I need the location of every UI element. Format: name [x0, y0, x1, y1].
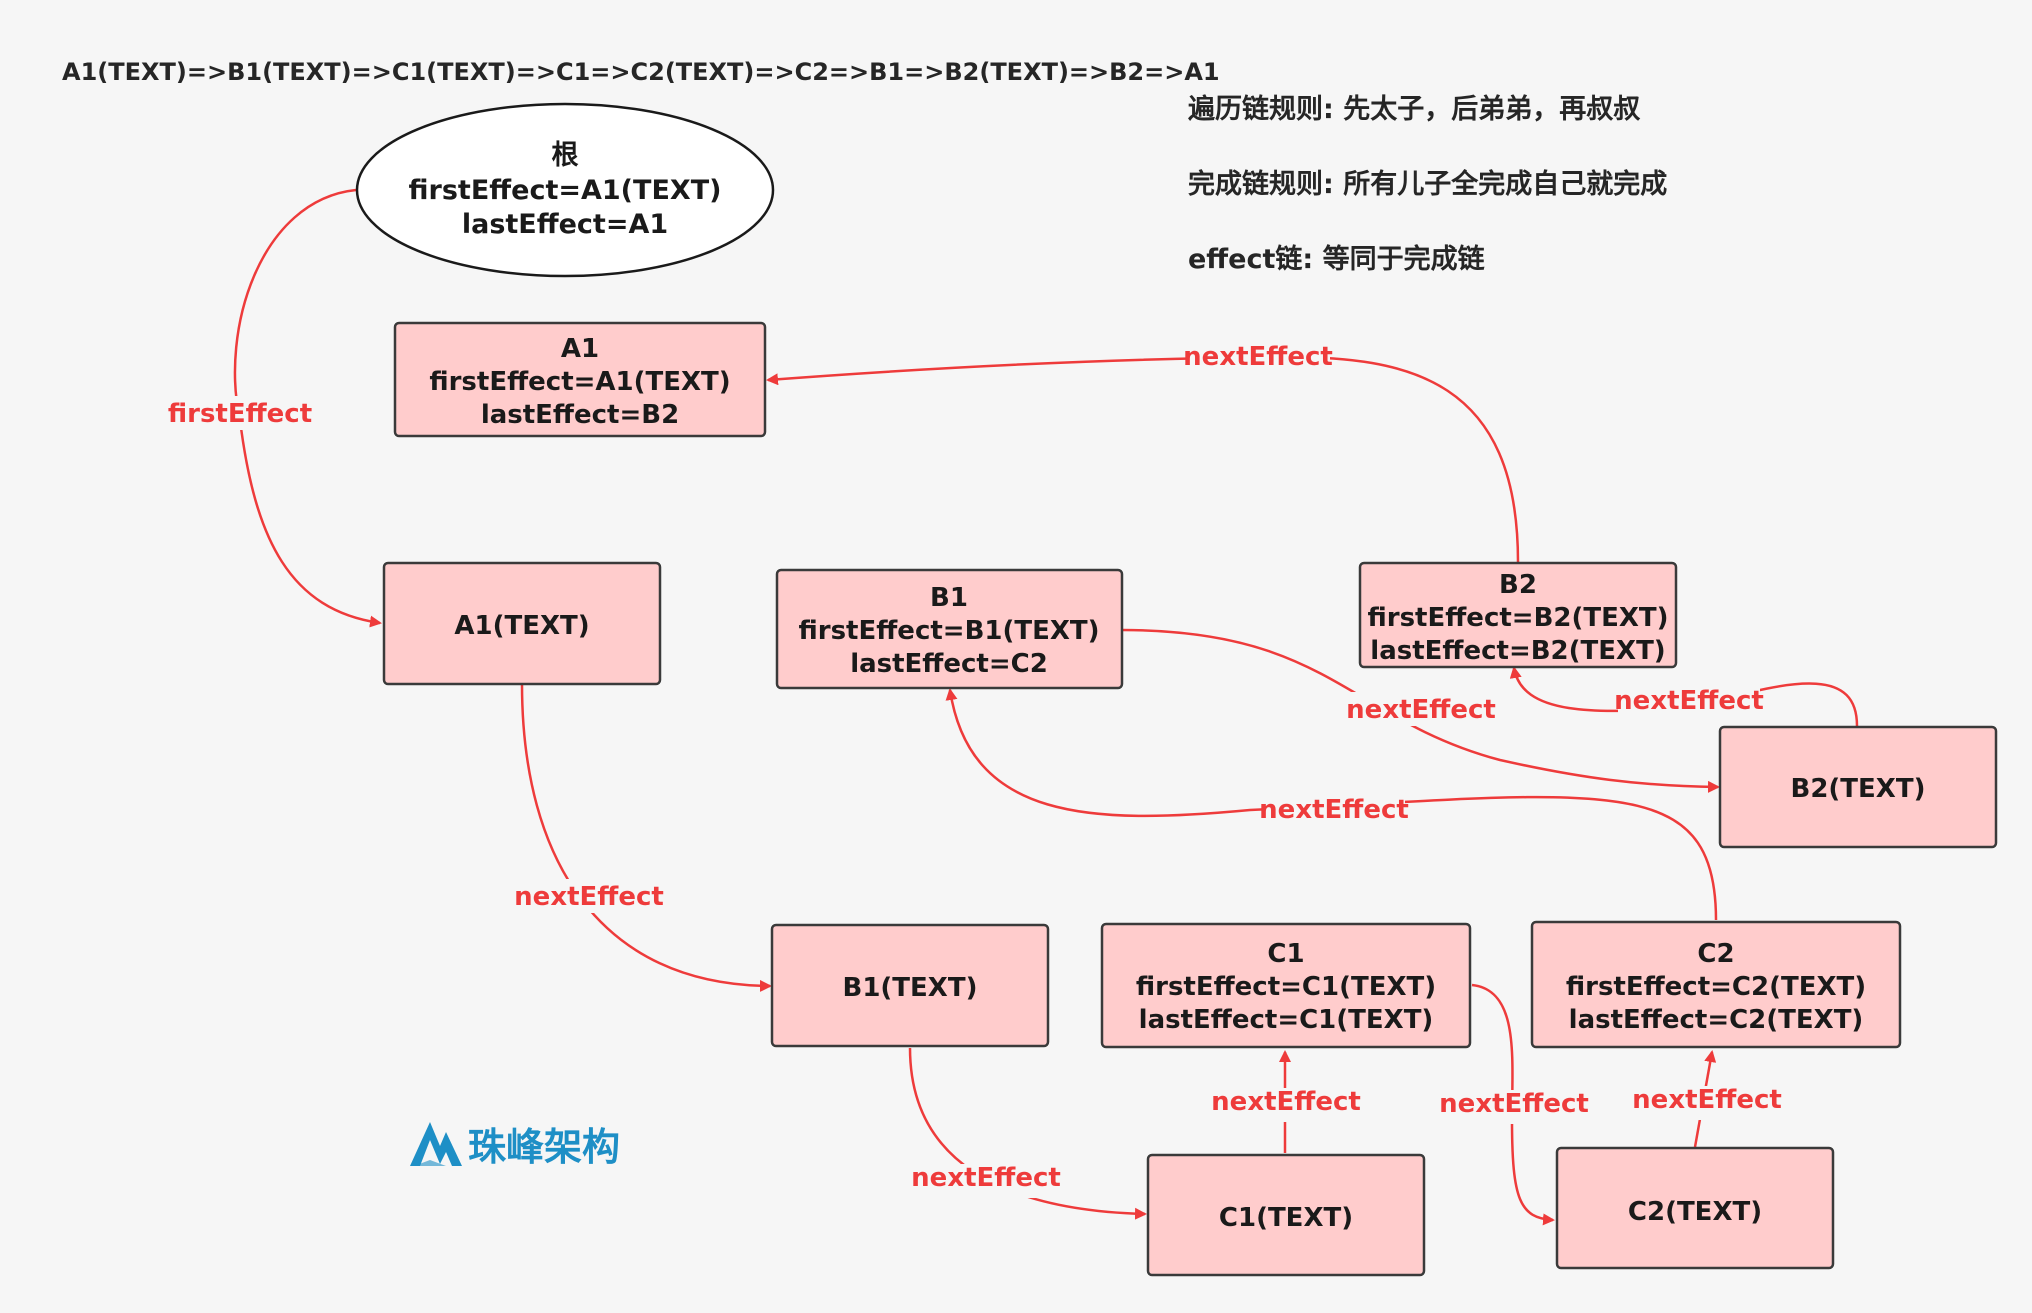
edge-label-b1-b2text: nextEffect [1346, 695, 1496, 725]
nodes: 根 firstEffect=A1(TEXT) lastEffect=A1 A1 … [355, 102, 1998, 1277]
node-c1[interactable]: C1 firstEffect=C1(TEXT) lastEffect=C1(TE… [1100, 922, 1472, 1049]
logo: 珠峰架构 [410, 1122, 620, 1169]
edge-label-b2text-b2: nextEffect [1614, 686, 1764, 716]
edge-label-first-effect: firstEffect [168, 399, 312, 429]
edge-label-c2-b1: nextEffect [1259, 795, 1409, 825]
edge-label-c2text-c2: nextEffect [1632, 1085, 1782, 1115]
c2-first-effect: firstEffect=C2(TEXT) [1566, 972, 1866, 1002]
node-b1[interactable]: B1 firstEffect=B1(TEXT) lastEffect=C2 [775, 568, 1124, 690]
effect-chain-note: effect链: 等同于完成链 [1188, 243, 1485, 275]
edge-label-c1text-c1: nextEffect [1211, 1087, 1361, 1117]
traversal-sequence: A1(TEXT)=>B1(TEXT)=>C1(TEXT)=>C1=>C2(TEX… [62, 58, 1220, 86]
a1-last-effect: lastEffect=B2 [481, 400, 679, 430]
c1-first-effect: firstEffect=C1(TEXT) [1136, 972, 1436, 1002]
root-title: 根 [552, 140, 579, 171]
edge-label-c1-c2text: nextEffect [1439, 1089, 1589, 1119]
edge-labels: firstEffect nextEffect nextEffect nextEf… [168, 340, 1782, 1198]
a1-title: A1 [561, 334, 599, 364]
edge-label-a1text-b1text: nextEffect [514, 882, 664, 912]
a1-first-effect: firstEffect=A1(TEXT) [429, 367, 730, 397]
node-c2-text[interactable]: C2(TEXT) [1555, 1146, 1835, 1270]
b1-last-effect: lastEffect=C2 [850, 649, 1048, 679]
node-b1-text[interactable]: B1(TEXT) [770, 923, 1050, 1048]
edge-label-b2-a1: nextEffect [1183, 342, 1333, 372]
root-node[interactable]: 根 firstEffect=A1(TEXT) lastEffect=A1 [355, 102, 775, 278]
b2-first-effect: firstEffect=B2(TEXT) [1367, 603, 1668, 633]
c2-text-label: C2(TEXT) [1628, 1197, 1762, 1227]
completion-rule-note: 完成链规则: 所有儿子全完成自己就完成 [1188, 168, 1667, 200]
node-c2[interactable]: C2 firstEffect=C2(TEXT) lastEffect=C2(TE… [1530, 920, 1902, 1049]
edge-b2-to-a1 [766, 355, 1520, 563]
logo-text: 珠峰架构 [468, 1125, 620, 1169]
node-c1-text[interactable]: C1(TEXT) [1146, 1153, 1426, 1277]
b1-text-label: B1(TEXT) [843, 973, 978, 1003]
root-last-effect: lastEffect=A1 [462, 209, 668, 240]
edge-a1text-to-b1text [520, 683, 772, 992]
edge-label-b1text-c1text: nextEffect [911, 1163, 1061, 1193]
c1-text-label: C1(TEXT) [1219, 1203, 1353, 1233]
c2-last-effect: lastEffect=C2(TEXT) [1569, 1005, 1864, 1035]
b2-text-label: B2(TEXT) [1791, 774, 1926, 804]
traversal-rule-note: 遍历链规则: 先太子，后弟弟，再叔叔 [1188, 93, 1641, 125]
node-b2-text[interactable]: B2(TEXT) [1718, 725, 1998, 849]
c1-last-effect: lastEffect=C1(TEXT) [1139, 1005, 1434, 1035]
b1-title: B1 [930, 583, 968, 613]
node-a1-text[interactable]: A1(TEXT) [382, 561, 662, 686]
b1-first-effect: firstEffect=B1(TEXT) [798, 616, 1099, 646]
node-b2[interactable]: B2 firstEffect=B2(TEXT) lastEffect=B2(TE… [1358, 561, 1678, 669]
root-first-effect: firstEffect=A1(TEXT) [409, 175, 722, 206]
node-a1[interactable]: A1 firstEffect=A1(TEXT) lastEffect=B2 [393, 321, 767, 438]
mountain-logo-icon [410, 1122, 462, 1166]
c1-title: C1 [1267, 939, 1304, 969]
b2-title: B2 [1499, 570, 1537, 600]
b2-last-effect: lastEffect=B2(TEXT) [1370, 636, 1665, 666]
edge-b1-to-b2text [1121, 628, 1720, 793]
a1-text-label: A1(TEXT) [454, 611, 589, 641]
c2-title: C2 [1697, 939, 1734, 969]
